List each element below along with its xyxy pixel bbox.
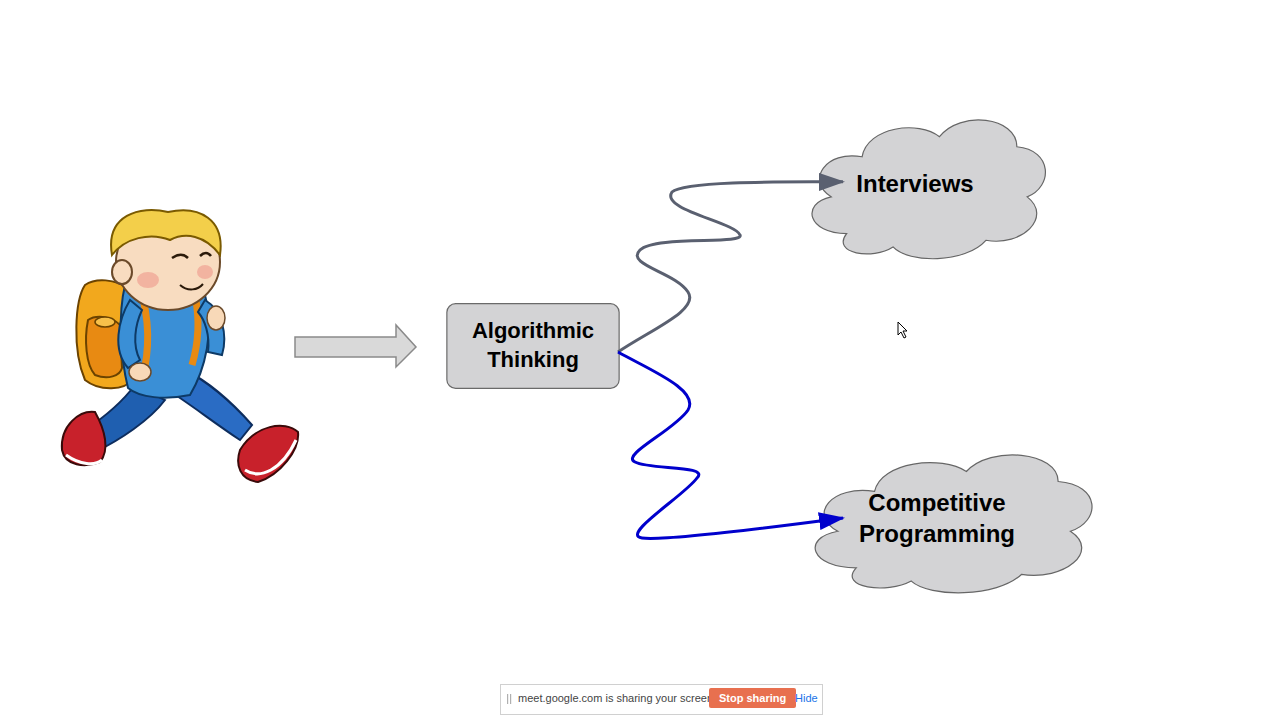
- process-box: Algorithmic Thinking: [446, 303, 620, 389]
- wavy-connector: [618, 182, 843, 352]
- share-status-text: meet.google.com is sharing your screen.: [518, 692, 716, 704]
- node-label: Algorithmic Thinking: [453, 317, 613, 374]
- node-label: Competitive Programming: [827, 487, 1047, 549]
- hide-link: Hide: [795, 692, 818, 704]
- stop-sharing-button: Stop sharing: [709, 688, 796, 708]
- node-outline: [795, 435, 1101, 601]
- cloud-shape: Interviews: [795, 100, 1053, 267]
- cloud-shape: Competitive Programming: [795, 435, 1101, 601]
- node-label: Interviews: [815, 168, 1015, 199]
- wavy-connector: [618, 352, 843, 538]
- node-outline: [446, 303, 620, 389]
